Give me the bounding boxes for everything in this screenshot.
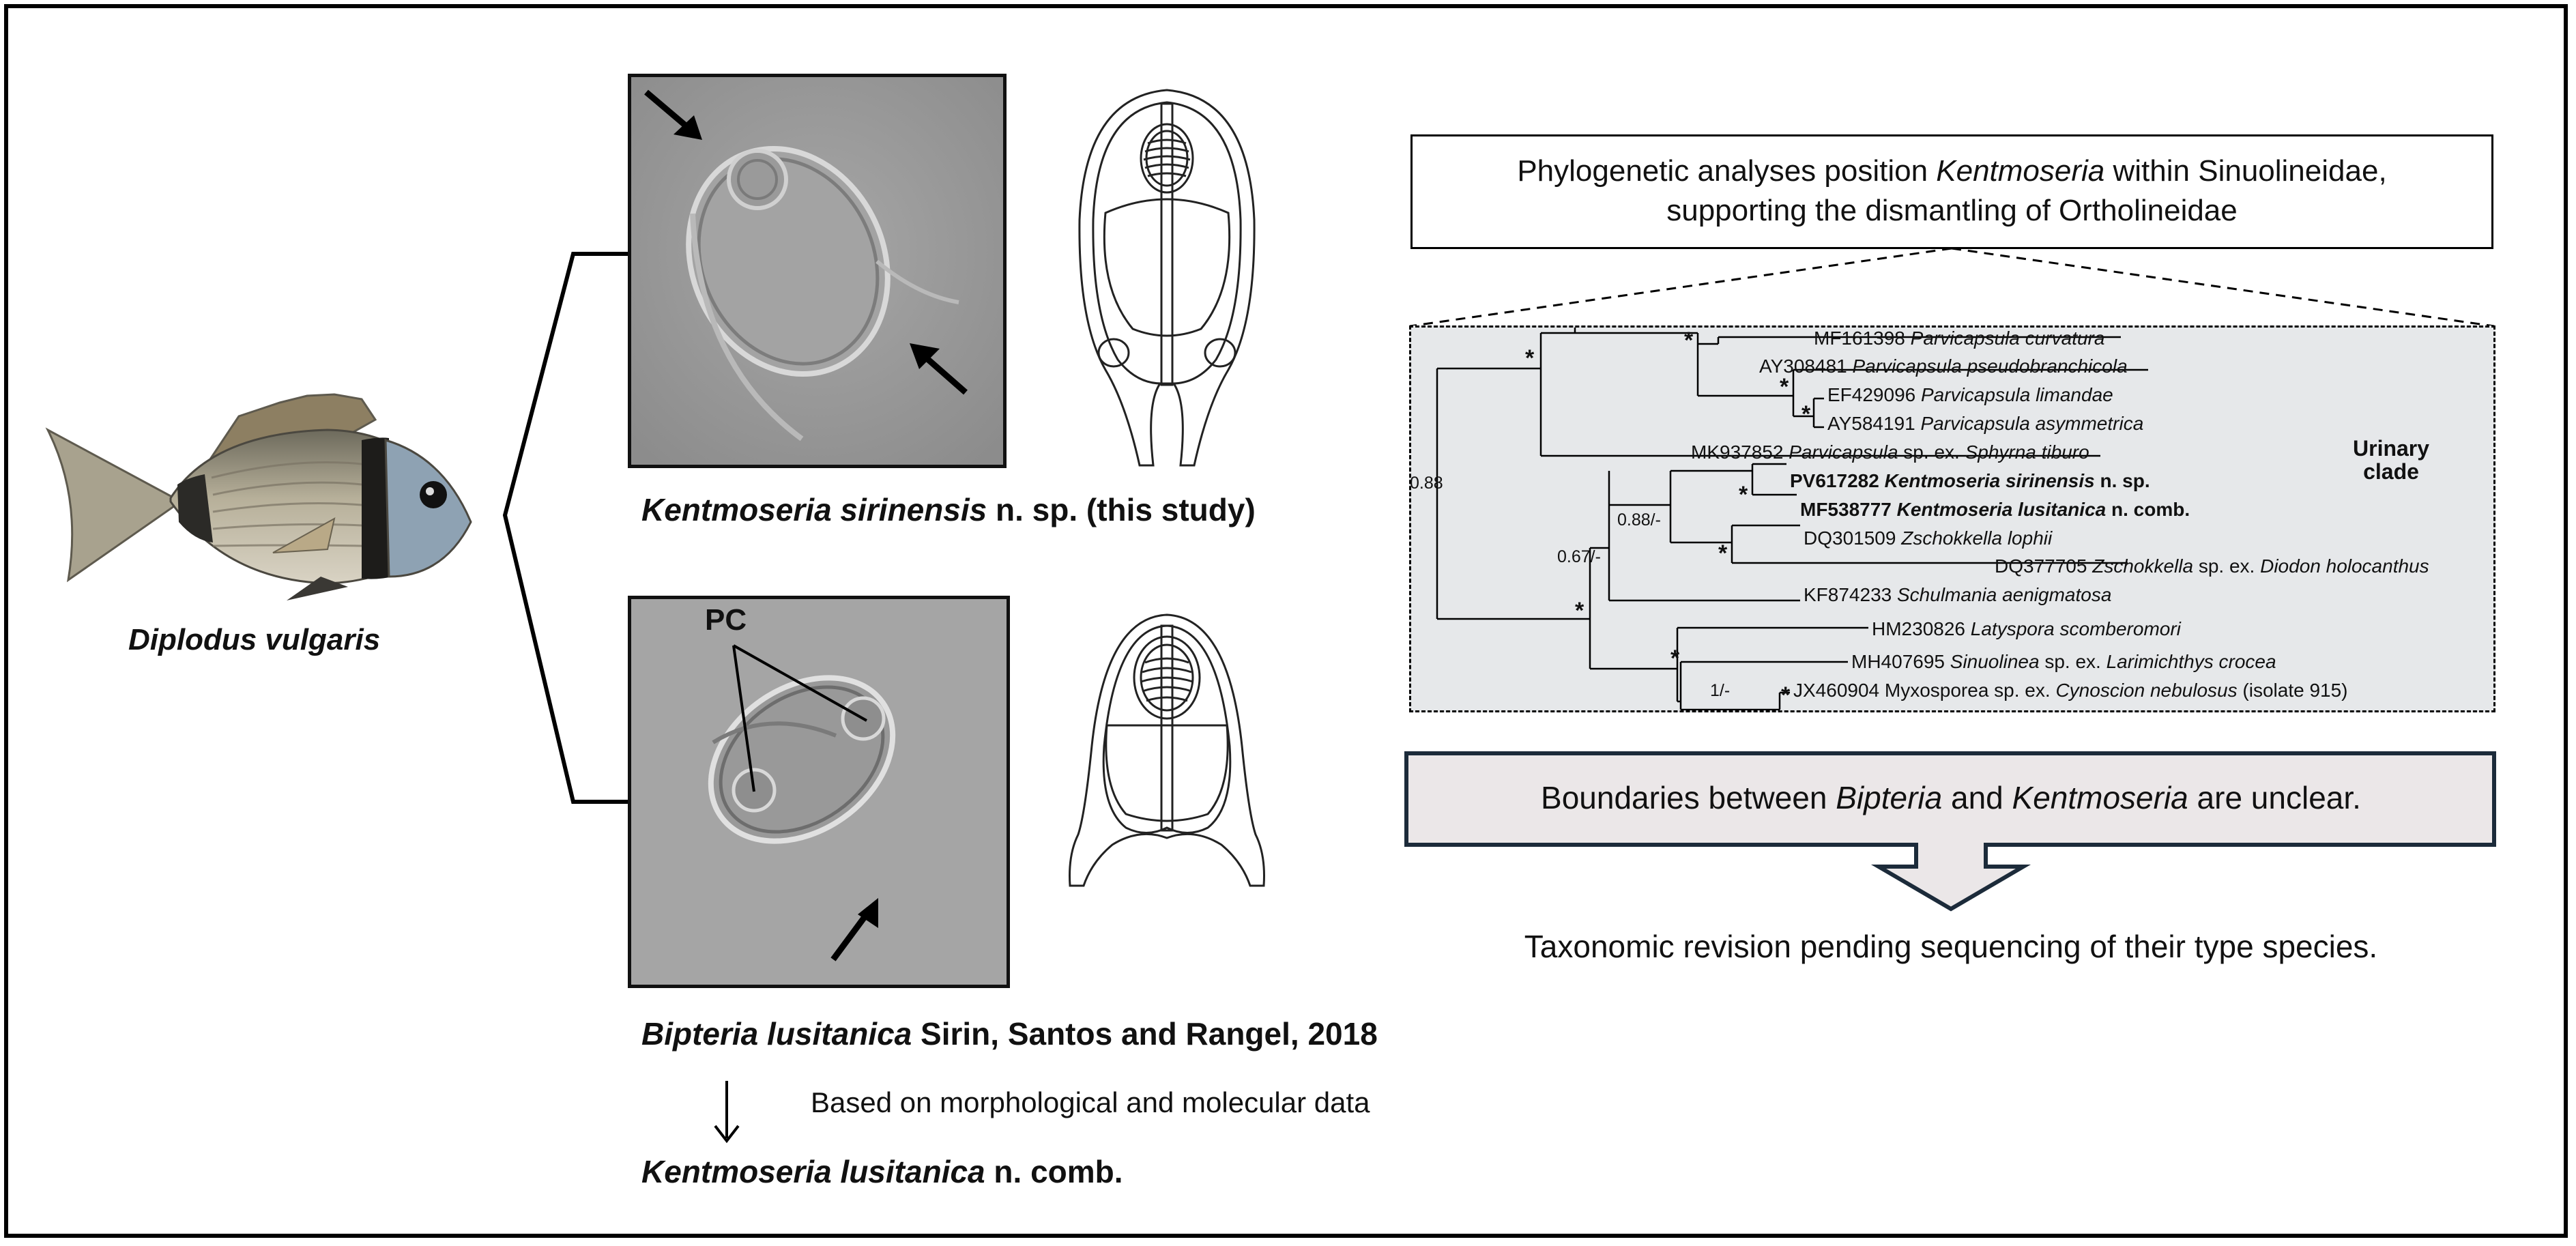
tree-leaf: DQ377705 Zschokkella sp. ex. Diodon holo…: [1995, 555, 2429, 577]
tree-leaf: HM230826 Latyspora scomberomori: [1872, 618, 2181, 639]
fish-species-label: Diplodus vulgaris: [128, 623, 381, 656]
support-star: *: [1670, 646, 1680, 671]
support-star: *: [1575, 598, 1584, 624]
support-value-root: 0.88: [1410, 474, 1443, 493]
phylogenetic-summary-box: Phylogenetic analyses position Kentmoser…: [1410, 134, 2493, 249]
clade-label: Urinary clade: [2353, 436, 2430, 484]
tree-leaf: JX460904 Myxosporea sp. ex. Cynoscion ne…: [1793, 680, 2348, 701]
pc-pointer-lines: [732, 644, 867, 792]
tree-leaf: EF429096 Parvicapsula limandae: [1827, 384, 2113, 405]
schematic-bipteria-lusitanica: [1069, 613, 1265, 887]
tree-leaf: DQ301509 Zschokkella lophii: [1804, 527, 2053, 549]
down-arrow-icon: [714, 1081, 740, 1144]
support-star: *: [1718, 540, 1728, 566]
species1-name: Kentmoseria sirinensis: [641, 492, 987, 527]
tree-leaf: MH407695 Sinuolinea sp. ex. Larimichthys…: [1851, 651, 2276, 672]
tree-leaf: AY584191 Parvicapsula asymmetrica: [1827, 413, 2144, 434]
new-combination-suffix: n. comb.: [985, 1154, 1123, 1189]
new-combination-name: Kentmoseria lusitanica: [641, 1154, 985, 1189]
micrograph-kentmoseria-sirinensis: [628, 74, 1007, 468]
phylo-line1-genus: Kentmoseria: [1936, 154, 2105, 188]
phylo-line-2: supporting the dismantling of Ortholinei…: [1666, 194, 2238, 227]
bracket-connector: [502, 252, 635, 804]
tree-leaf-highlight: MF538777 Kentmoseria lusitanica n. comb.: [1800, 499, 2190, 520]
species1-caption: Kentmoseria sirinensis n. sp. (this stud…: [641, 491, 1256, 528]
support-star: *: [1780, 374, 1789, 400]
fish-illustration: [45, 393, 472, 600]
phylo-line1-post: within Sinuolineidae,: [2104, 154, 2387, 188]
arrow-icon: [830, 898, 878, 961]
arrow-icon: [910, 343, 968, 395]
tree-leaf: AY308481 Parvicapsula pseudobranchicola: [1759, 356, 2128, 377]
transfer-note: Based on morphological and molecular dat…: [811, 1086, 1370, 1118]
support-value: 0.88/-: [1617, 510, 1661, 530]
support-star: *: [1525, 345, 1535, 371]
schematic-kentmoseria-sirinensis: [1078, 89, 1256, 467]
support-star: *: [1739, 482, 1748, 508]
phylogenetic-tree-panel: MF161398 Parvicapsula curvatura AY308481…: [1409, 325, 2495, 712]
support-star: *: [1781, 682, 1791, 708]
new-combination-caption: Kentmoseria lusitanica n. comb.: [641, 1153, 1123, 1190]
tree-leaf: MF161398 Parvicapsula curvatura: [1814, 328, 2105, 349]
support-value: 1/-: [1710, 681, 1731, 700]
micrograph-bipteria-lusitanica: PC: [628, 596, 1010, 988]
support-star: *: [1801, 401, 1811, 427]
pc-label: PC: [705, 603, 747, 637]
arrow-icon: [644, 89, 702, 140]
support-star: *: [1684, 328, 1694, 353]
figure-frame: [4, 4, 2568, 1238]
boundary-callout-arrow: [1404, 751, 2496, 912]
species1-suffix: n. sp. (this study): [987, 492, 1256, 527]
tree-leaf-highlight: PV617282 Kentmoseria sirinensis n. sp.: [1790, 470, 2150, 491]
species2-name: Bipteria lusitanica: [641, 1016, 912, 1052]
phylo-line1-pre: Phylogenetic analyses position: [1517, 154, 1937, 188]
tree-leaf: KF874233 Schulmania aenigmatosa: [1804, 584, 2112, 605]
species2-authority: Sirin, Santos and Rangel, 2018: [912, 1016, 1378, 1052]
species2-caption: Bipteria lusitanica Sirin, Santos and Ra…: [641, 1015, 1378, 1052]
tree-leaf: MK937852 Parvicapsula sp. ex. Sphyrna ti…: [1691, 441, 2089, 463]
boundary-statement: Boundaries between Bipteria and Kentmose…: [1541, 780, 2361, 815]
tree-branches: [1436, 328, 2148, 710]
phylo-line-1: Phylogenetic analyses position Kentmoser…: [1413, 151, 2491, 191]
zoom-connector-lines: [1409, 247, 2495, 328]
conclusion-text: Taxonomic revision pending sequencing of…: [1524, 929, 2378, 964]
support-value: 0.67/-: [1557, 547, 1601, 566]
